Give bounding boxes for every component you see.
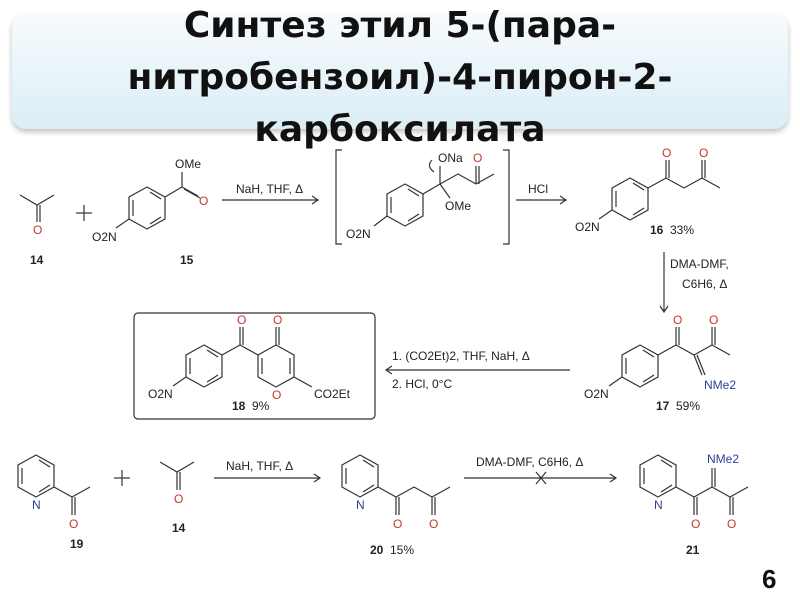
arrow-step-1 [222, 195, 320, 205]
compound-yield-17: 59% [676, 399, 700, 413]
compound-yield-16: 33% [670, 223, 694, 237]
structure-pyrone-18 [172, 327, 313, 388]
atom-ome-15: OMe [175, 157, 201, 171]
atom-nme2-21: NMe2 [707, 452, 739, 466]
atom-o-19: O [69, 517, 78, 531]
compound-label-15: 15 [180, 253, 194, 267]
reagent-step-4a: 1. (CO2Et)2, THF, NaH, Δ [392, 349, 530, 363]
atom-no2-16: O2N [575, 220, 600, 234]
atom-no2-15: O2N [92, 230, 117, 244]
atom-n-21: N [654, 498, 663, 512]
title-line-2: нитробензоил)-4-пирон-2- [127, 57, 673, 98]
atom-o-21a: O [691, 517, 700, 531]
atom-n-20: N [356, 498, 365, 512]
reagent-step-1: NaH, THF, Δ [236, 182, 303, 196]
atom-no2-17: O2N [584, 387, 609, 401]
reagent-step-3b: C6H6, Δ [682, 277, 727, 291]
atom-o-16a: O [662, 146, 671, 160]
compound-yield-18: 9% [252, 399, 270, 413]
arrow-step-4 [384, 365, 570, 375]
atom-o-20b: O [429, 517, 438, 531]
page-number: 6 [762, 564, 776, 594]
reagent-step-2: HCl [528, 182, 548, 196]
structure-diketone-16 [598, 160, 721, 221]
atom-o-16b: O [699, 146, 708, 160]
reagent-step-4b: 2. HCl, 0°C [392, 377, 452, 391]
atom-o-20a: O [393, 517, 402, 531]
atom-nme2-17: NMe2 [704, 378, 736, 392]
reagent-step-5: NaH, THF, Δ [226, 459, 293, 473]
structure-acetone-14b [159, 461, 195, 490]
plus-sign-1 [76, 205, 92, 221]
arrow-step-6-failed [464, 471, 618, 485]
structure-ester-15 [115, 172, 201, 230]
arrow-step-3 [659, 252, 669, 314]
structure-acetylpyridine-19 [17, 454, 91, 515]
atom-no2-18: O2N [148, 387, 173, 401]
structure-enaminone-17 [608, 327, 731, 388]
atom-co2et-18: CO2Et [314, 387, 351, 401]
plus-sign-2 [114, 470, 130, 486]
atom-ome-int: OMe [445, 199, 471, 213]
atom-o-14: O [33, 223, 42, 237]
compound-label-19: 19 [70, 537, 84, 551]
atom-no2-int: O2N [346, 227, 371, 241]
atom-o-18a: O [237, 313, 246, 327]
atom-o-14b: O [174, 492, 183, 506]
reagent-step-6: DMA-DMF, C6H6, Δ [476, 455, 583, 469]
compound-label-20: 20 [370, 543, 384, 557]
atom-n-19: N [32, 498, 41, 512]
atom-o-17a: O [673, 313, 682, 327]
atom-o-15: O [199, 194, 208, 208]
title-banner [12, 14, 788, 129]
atom-o-18b: O [273, 313, 282, 327]
arrow-step-5 [214, 473, 322, 483]
atom-o-17b: O [709, 313, 718, 327]
compound-yield-20: 15% [390, 543, 414, 557]
compound-label-17: 17 [656, 399, 670, 413]
title-line-1: Синтез этил 5-(пара- [183, 5, 617, 46]
reagent-step-3a: DMA-DMF, [670, 257, 729, 271]
structure-diketone-20 [341, 454, 451, 515]
atom-ona: ONa [438, 151, 463, 165]
slide-title: Синтез этил 5-(пара- нитробензоил)-4-пир… [0, 0, 800, 156]
atom-o-21b: O [727, 517, 736, 531]
title-line-3: карбоксилата [254, 109, 546, 150]
atom-o-int: O [473, 151, 482, 165]
compound-label-14b: 14 [172, 521, 186, 535]
structure-acetone-14 [19, 194, 55, 222]
compound-label-18: 18 [232, 399, 246, 413]
product-box-18 [133, 312, 376, 420]
atom-o-18-ring: O [272, 388, 281, 402]
structure-enaminone-21 [639, 454, 749, 515]
compound-label-16: 16 [650, 223, 664, 237]
compound-label-14: 14 [30, 253, 44, 267]
compound-label-21: 21 [686, 543, 700, 557]
intermediate-bracket [335, 149, 510, 245]
arrow-step-2 [516, 195, 568, 205]
